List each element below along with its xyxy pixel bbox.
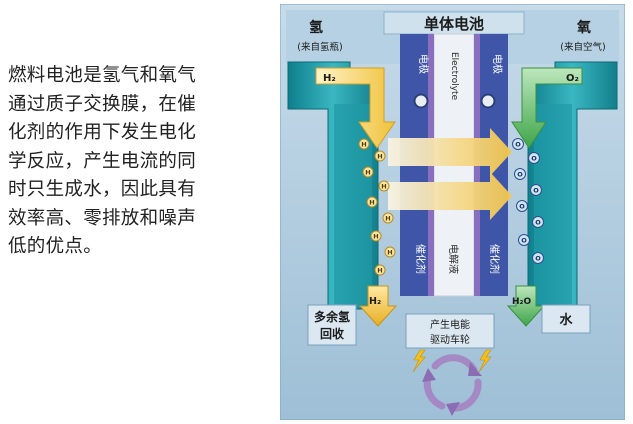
oxygen-label: 氧: [576, 19, 591, 36]
left-terminal: [413, 93, 429, 109]
description-line-1: 燃料电池是氢气和氧气: [8, 65, 197, 86]
description-line-5: 时只生成水，因此具有: [8, 179, 197, 200]
h-particle: [366, 196, 378, 208]
lightning-left-icon: [412, 349, 426, 373]
h2-outlet-label: H₂: [369, 296, 381, 307]
electrolyte-bottom-label: 电解液: [447, 244, 460, 274]
o-particle: [514, 168, 526, 180]
o-particle-label: O: [517, 171, 523, 179]
drive-wheel-box: [405, 313, 495, 349]
electrode-left-label: 电极: [417, 54, 430, 74]
drive-label-line1: 产生电能: [430, 318, 470, 331]
h-particle-label: H: [365, 169, 370, 177]
description-line-2: 通过质子交换膜，在催: [8, 93, 197, 115]
catalyst-left-label: 催化剂: [414, 244, 427, 274]
cycle-arrow-heads: [422, 362, 482, 416]
water-box: [541, 304, 591, 334]
h2-inlet-label: H₂: [323, 73, 336, 84]
h-particle: [362, 166, 374, 178]
o-particle: [512, 138, 524, 150]
hydrogen-label: 氢: [309, 19, 323, 36]
water-outlet-arrow: [506, 285, 546, 327]
h-particle-label: H: [381, 183, 386, 191]
description-line-7: 低的优点。: [8, 236, 103, 257]
o-particle-label: O: [533, 187, 539, 195]
left-plate-inner: [334, 104, 372, 304]
o-particle: [532, 252, 544, 264]
recycle-label-line1: 多余氢: [314, 309, 350, 324]
description-text: 燃料电池是氢气和氧气 通过质子交换膜，在催 化剂的作用下发生电化 学反应，产生电…: [8, 62, 266, 262]
water-label: 水: [559, 312, 573, 328]
h2o-outlet-label: H₂O: [512, 297, 531, 307]
recycle-label-line2: 回收: [320, 326, 344, 341]
o-particle-label: O: [519, 203, 525, 211]
o-particle-label: O: [515, 141, 521, 149]
oxygen-source: (来自空气): [560, 41, 605, 53]
electrolyte-top-label: Electrolyte: [449, 52, 459, 101]
o-particle-label: O: [535, 219, 541, 227]
hydrogen-source: (来自氢瓶): [297, 41, 342, 53]
o-particle: [518, 234, 530, 246]
h-particle: [378, 180, 390, 192]
o2-inlet-label: O₂: [566, 73, 579, 84]
h-particle: [384, 246, 396, 258]
right-terminal: [480, 93, 496, 109]
hydrogen-recycle-box: [307, 304, 357, 346]
diagram-title: 单体电池: [424, 15, 484, 33]
hydrogen-inlet-arrow: [315, 67, 396, 149]
h-particle-label: H: [385, 215, 390, 223]
o-particle-label: O: [521, 237, 527, 245]
cycle-arrowhead-right: [446, 402, 460, 416]
o-particle: [532, 216, 544, 228]
h-particle-label: H: [377, 267, 382, 275]
electrode-right-label: 电极: [491, 54, 504, 74]
catalyst-right-label: 催化剂: [488, 244, 501, 274]
h-particle: [358, 138, 370, 150]
o-particle: [516, 200, 528, 212]
h-particle-label: H: [373, 233, 378, 241]
o-particle-label: O: [535, 255, 541, 263]
h-particle: [370, 230, 382, 242]
o-particle: [528, 152, 540, 164]
o-particle-label: O: [531, 155, 537, 163]
proton-flow-arrow-2: [388, 172, 512, 220]
h-particle: [374, 150, 386, 162]
right-plate-inner: [534, 104, 572, 304]
drive-label-line2: 驱动车轮: [430, 333, 470, 346]
cycle-arrowhead-top: [468, 362, 482, 376]
h-particle-label: H: [361, 141, 366, 149]
oxygen-inlet-arrow: [511, 67, 583, 149]
h-particle: [382, 212, 394, 224]
fuel-cell-diagram: 单体电池 氢 (来自氢瓶) 氧 (来自空气) 电极 Electrolyte 电极…: [280, 4, 625, 420]
description-line-6: 效率高、零排放和噪声: [8, 207, 197, 229]
description-line-3: 化剂的作用下发生电化: [8, 122, 197, 143]
h-particle: [374, 264, 386, 276]
proton-flow-arrow-1: [388, 128, 512, 176]
description-line-4: 学反应，产生电流的同: [8, 150, 197, 172]
cycle-arrowhead-left: [422, 368, 436, 382]
o-particle: [530, 184, 542, 196]
cycle-arrow-right: [452, 378, 482, 412]
hydrogen-outlet-arrow: [358, 285, 398, 327]
h-particle-label: H: [377, 153, 382, 161]
h-particle-label: H: [387, 249, 392, 257]
lightning-right-icon: [478, 349, 492, 373]
h-particle-label: H: [369, 199, 374, 207]
